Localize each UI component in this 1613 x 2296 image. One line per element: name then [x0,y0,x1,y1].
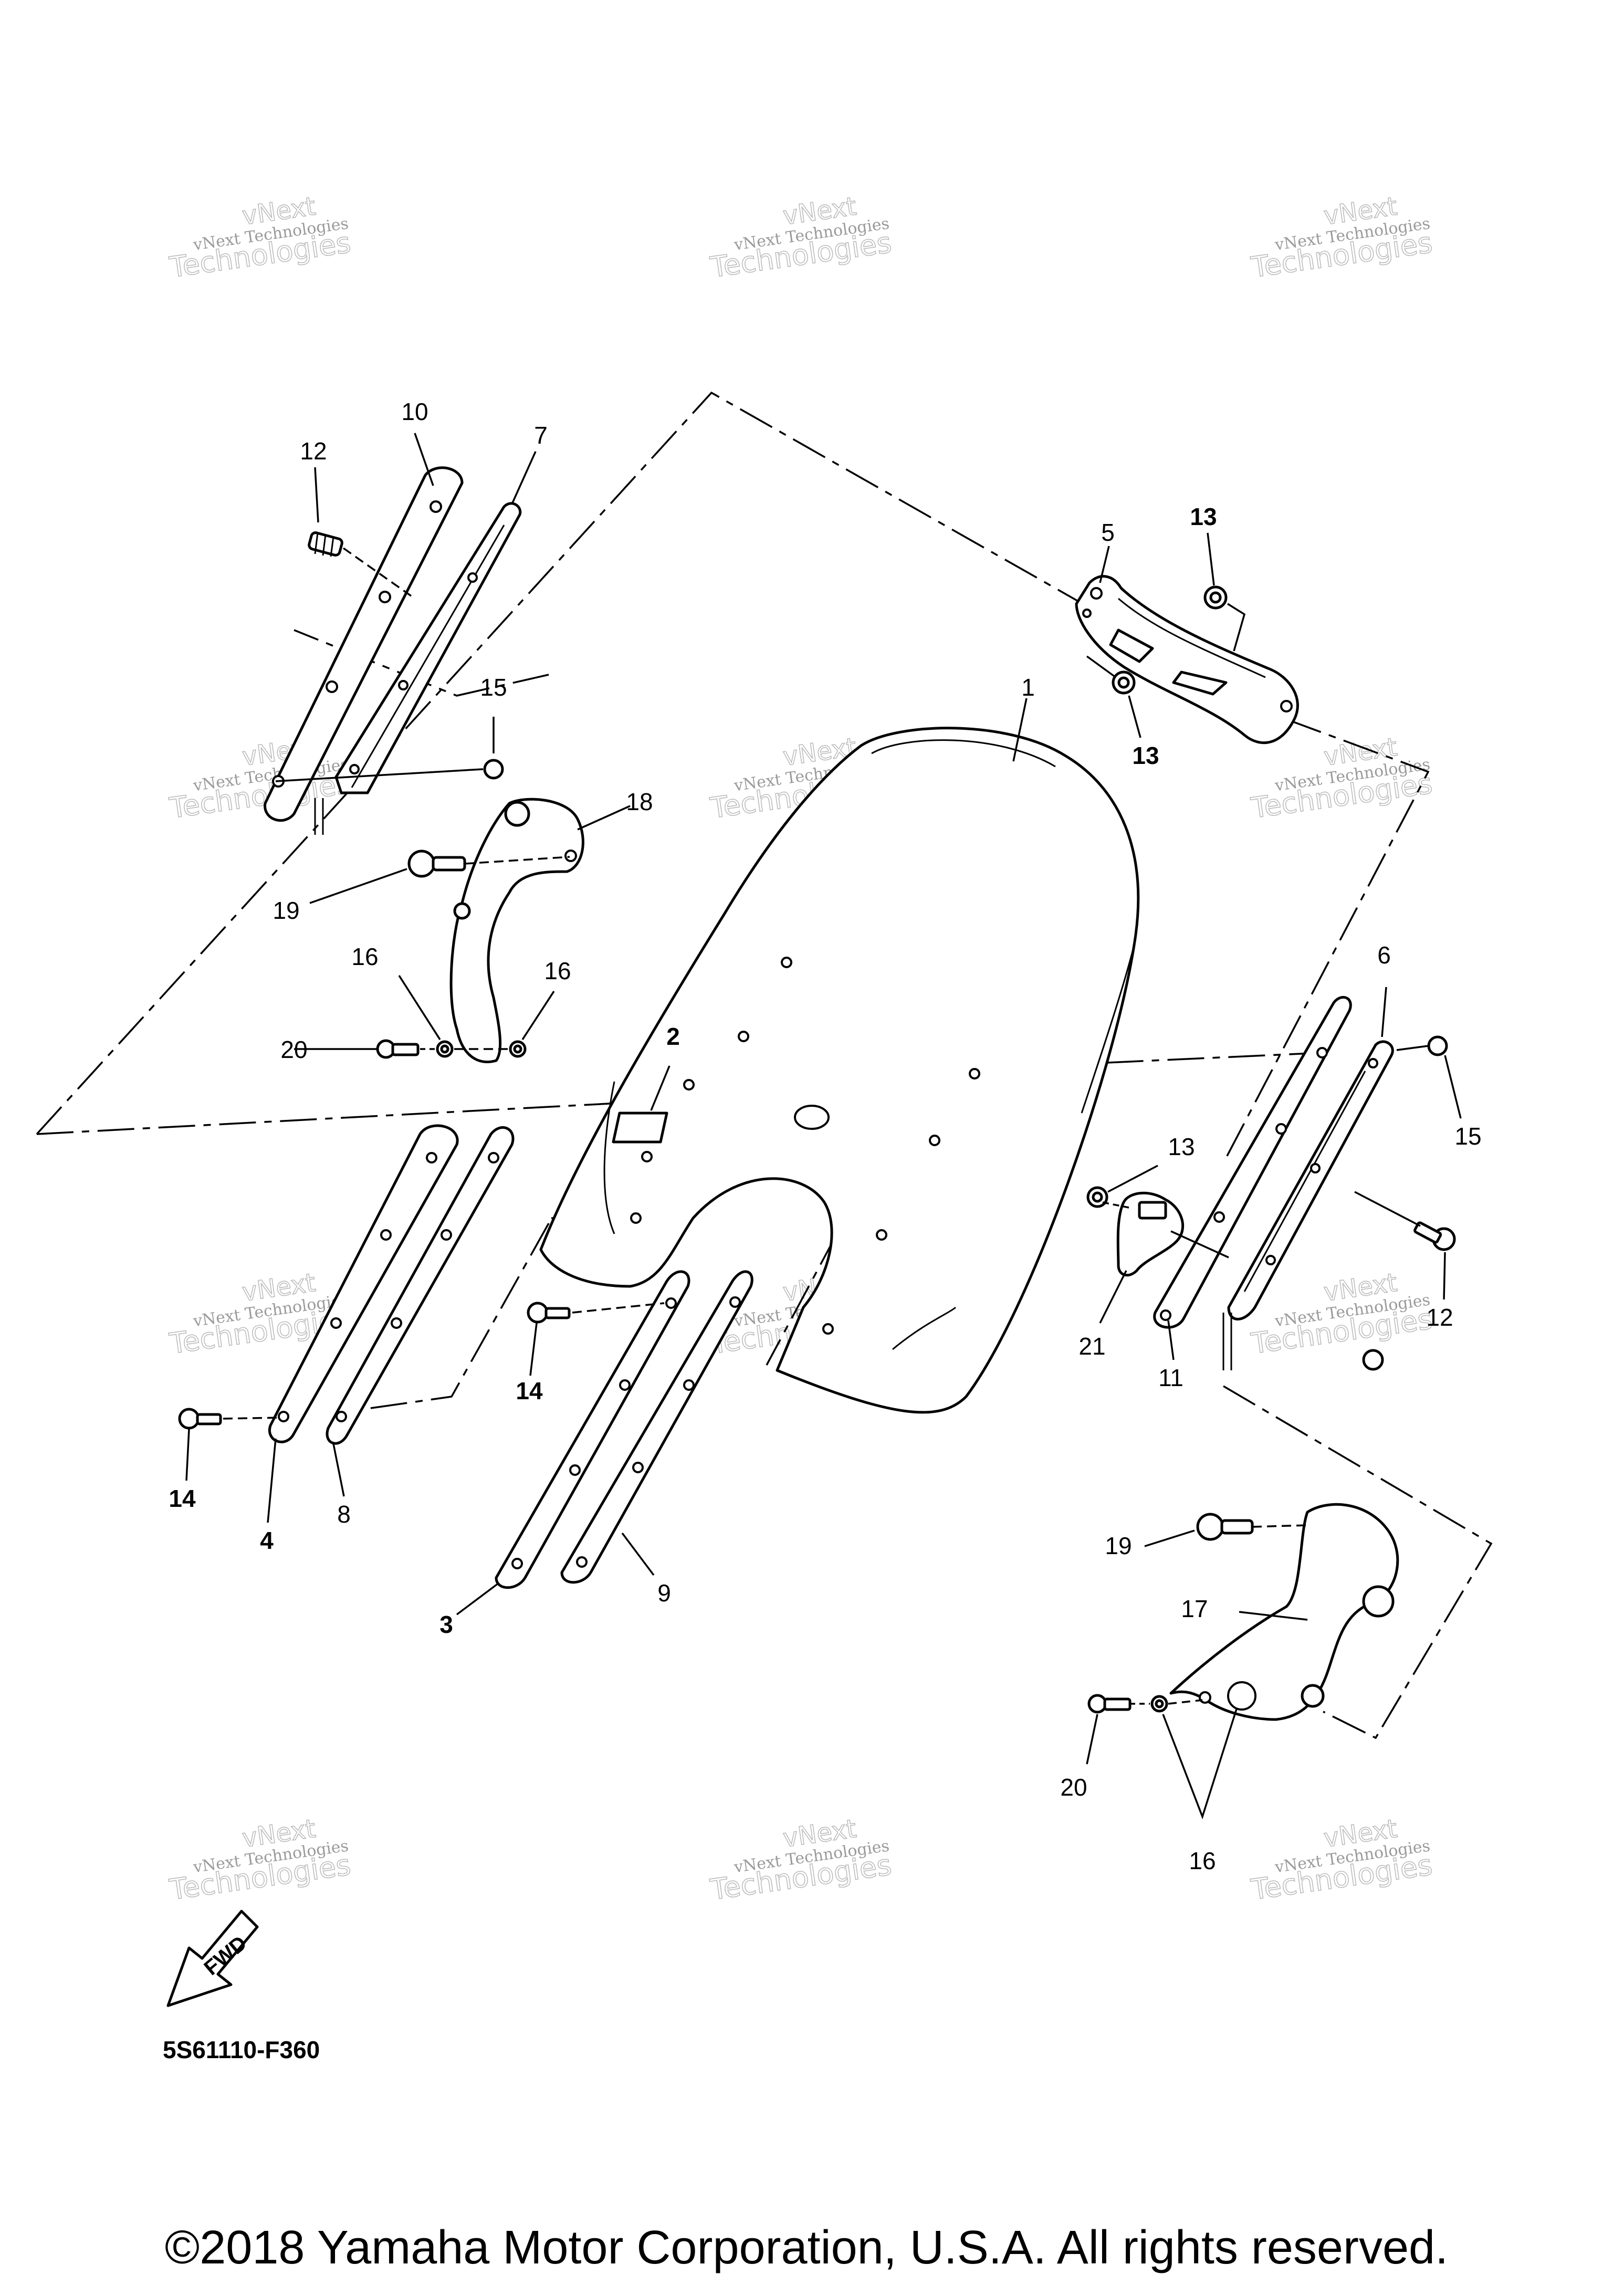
stay-7 [314,502,522,835]
windshield [539,727,1140,1414]
callout-13b: 13 [1132,742,1159,769]
leader-3 [456,1582,500,1616]
nut-13-right [1086,1165,1158,1209]
diagram-code: 5S61110-F360 [163,2036,320,2063]
callout-20a: 20 [280,1036,307,1063]
nut-13-mid [1086,655,1141,738]
nut-13-top [1203,532,1246,652]
callout-15b: 15 [1454,1123,1481,1150]
callout-16c: 16 [1189,1847,1216,1874]
callout-18: 18 [626,788,653,815]
bracket-17 [1169,1503,1399,1721]
leader-8 [332,1443,345,1497]
bracket-18 [449,798,631,1063]
bolt-19-left [309,850,570,904]
callout-6: 6 [1377,941,1391,969]
stay-5 [1075,546,1299,745]
assembly-outline-lines [36,391,1493,1739]
nut-12-lower [1362,1349,1384,1371]
callout-4: 4 [260,1527,274,1554]
callout-11: 11 [1158,1364,1183,1391]
callout-20b: 20 [1060,1774,1087,1801]
callout-13a: 13 [1190,503,1217,530]
callout-21: 21 [1078,1333,1105,1360]
bolt-14-lower [178,1408,281,1481]
copyright-notice: ©2018 Yamaha Motor Corporation, U.S.A. A… [164,2221,1449,2274]
fwd-arrow-icon: FWD [166,1910,259,2007]
leader-9 [621,1532,655,1576]
callout-16a: 16 [351,943,378,970]
stay-4 [268,1124,459,1443]
leader-7 [511,451,537,505]
callout-19a: 19 [273,897,299,924]
nut-15-right [1396,1035,1462,1119]
callout-9: 9 [657,1579,671,1607]
stay-11 [1153,995,1352,1329]
callout-7: 7 [534,422,548,449]
bolt-20-right [1086,1694,1238,1820]
stay-3 [495,1270,690,1589]
stay-9 [560,1270,753,1584]
callout-12a: 12 [300,437,327,465]
callout-10: 10 [401,398,428,425]
bolt-19-right [1144,1513,1308,1547]
callout-14a: 14 [169,1485,196,1512]
leader-4 [267,1438,277,1523]
clip-21 [1099,1191,1229,1324]
callout-8: 8 [337,1501,351,1528]
nut-15-left [275,717,504,782]
callout-3: 3 [439,1611,453,1638]
callout-numbers: 1234567891011121213131314141515161616171… [169,398,1481,1874]
callout-16b: 16 [544,957,571,984]
leader-12-left [314,467,319,523]
callout-12b: 12 [1426,1304,1453,1331]
bolt-12-right [1354,1191,1456,1300]
leader-10 [414,433,434,486]
callout-2: 2 [666,1023,680,1050]
callout-14b: 14 [516,1377,543,1404]
callout-19b: 19 [1105,1532,1132,1559]
caution-label [612,1065,671,1144]
callout-13c: 13 [1168,1133,1195,1160]
bolt-20-left [294,975,555,1059]
stay-8 [326,1126,515,1445]
leader-11 [1167,1320,1175,1360]
callout-1: 1 [1021,674,1035,701]
callout-17: 17 [1181,1595,1208,1622]
bolt-14-mid [527,1302,665,1376]
callout-5: 5 [1101,519,1115,546]
callout-15a: 15 [480,674,507,701]
bolt-12-left [308,531,416,600]
stay-6 [1222,987,1394,1370]
leader-1 [1012,698,1028,762]
